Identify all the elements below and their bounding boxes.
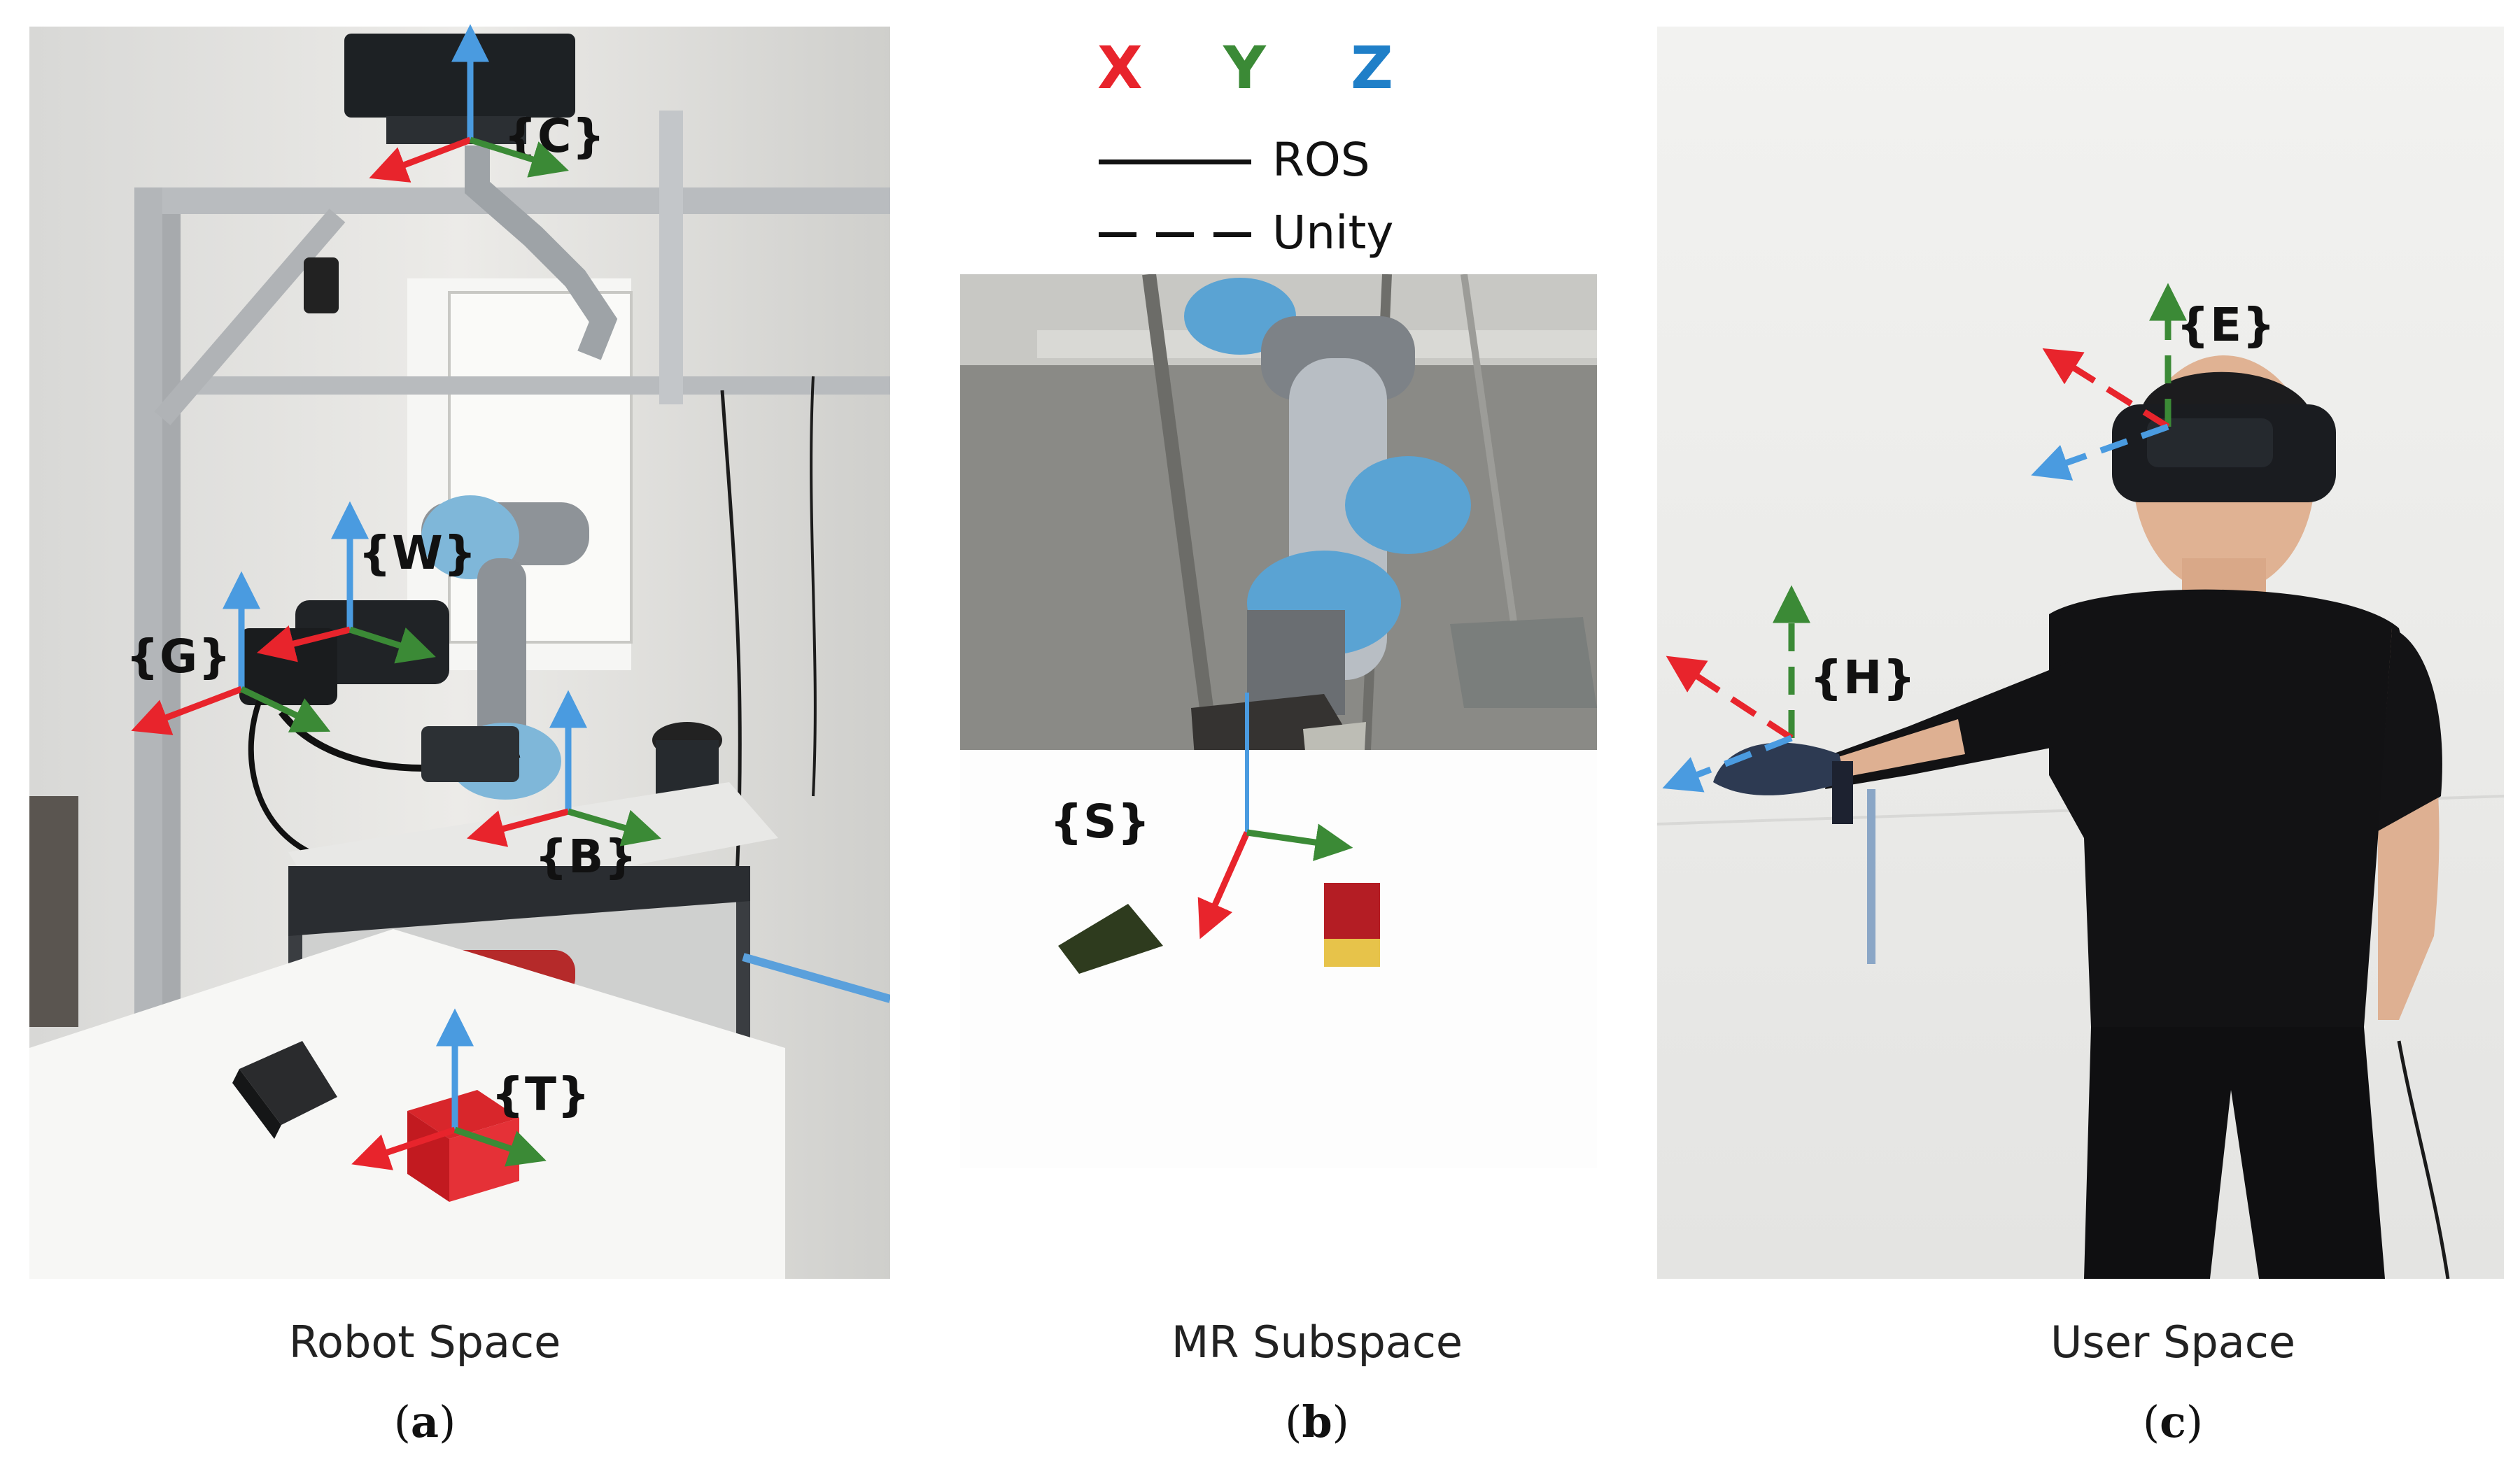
axes-frame-s — [1197, 693, 1353, 940]
caption-user-space: User Space — [2050, 1317, 2295, 1368]
frame-label-w: {W} — [358, 526, 477, 580]
axes-frame-w — [256, 501, 436, 664]
panel-user-space: {E} {H} — [1657, 27, 2504, 1279]
frame-label-s: {S} — [1050, 795, 1151, 849]
panel-mr-subspace: {S} — [960, 274, 1597, 1168]
legend-unity-label: Unity — [1272, 206, 1394, 260]
sublabel-a: (a) — [393, 1396, 456, 1447]
mr-subspace-render — [960, 274, 1597, 1168]
frame-label-g: {G} — [126, 630, 232, 683]
legend-axis-x: X — [1097, 34, 1143, 102]
frame-label-h: {H} — [1810, 651, 1917, 704]
legend-axis-z: Z — [1351, 34, 1393, 102]
frame-label-t: {T} — [491, 1068, 591, 1121]
sublabel-b: (b) — [1285, 1396, 1349, 1447]
legend-solid-line — [1099, 160, 1251, 164]
legend-axis-y: Y — [1223, 34, 1266, 102]
caption-mr-subspace: MR Subspace — [1171, 1317, 1463, 1368]
axes-frame-b — [466, 690, 661, 847]
axes-frame-c — [369, 24, 569, 183]
legend-dashed-line — [1099, 232, 1251, 237]
axes-frame-g — [131, 571, 331, 735]
caption-robot-space: Robot Space — [288, 1317, 561, 1368]
user-space-photo — [1657, 27, 2504, 1279]
legend-ros-label: ROS — [1272, 133, 1370, 187]
frame-label-e: {E} — [2176, 298, 2276, 352]
axes-frame-e — [2031, 283, 2187, 481]
panel-robot-space: {C} {W} {G} {B} {T} — [29, 27, 890, 1279]
axes-frame-h — [1662, 585, 1810, 793]
sublabel-c: (c) — [2142, 1396, 2204, 1447]
robot-space-photo — [29, 27, 890, 1279]
axes-frame-t — [351, 1008, 547, 1170]
